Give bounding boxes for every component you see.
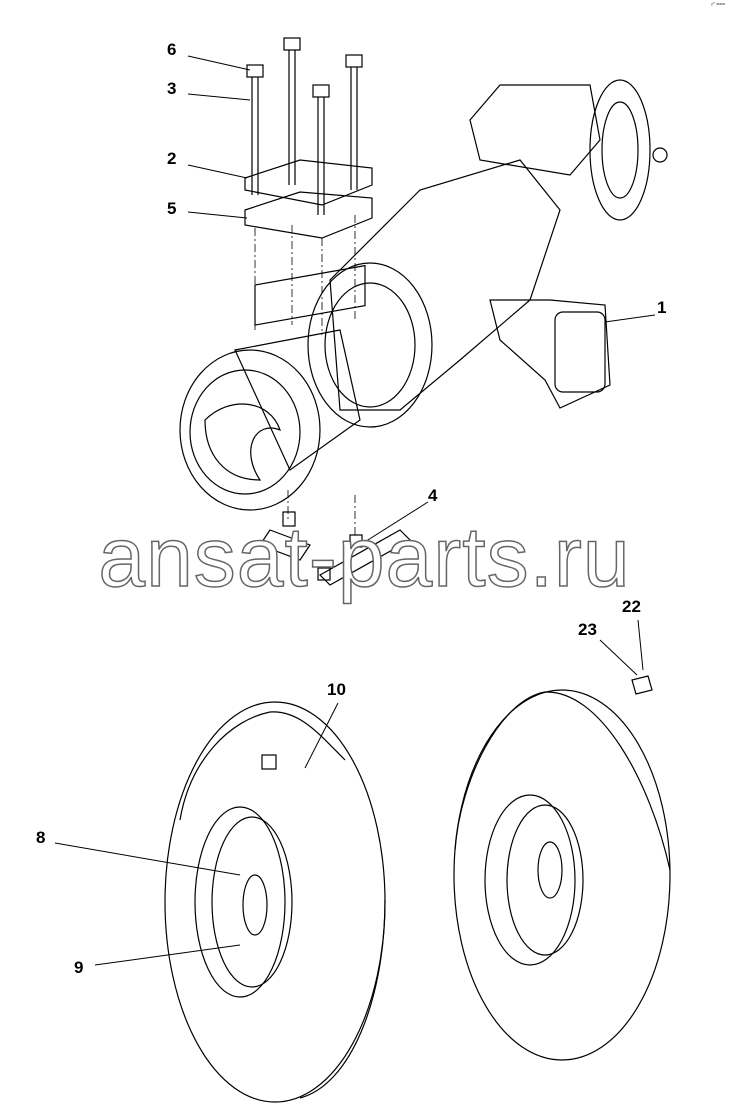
callout-4: 4: [428, 486, 438, 505]
callout-9: 9: [74, 958, 84, 977]
mounting-bolts: [246, 37, 363, 215]
watermark: ansat-parts.ru: [98, 510, 631, 604]
callout-10: 10: [327, 680, 346, 699]
spacer-5: [244, 191, 373, 239]
axle-housing: [179, 79, 668, 511]
callout-2: 2: [167, 149, 177, 168]
right-wheel: [453, 689, 671, 1061]
clamp-plates-4: [259, 511, 411, 586]
callout-23: 23: [578, 620, 597, 639]
callout-1: 1: [657, 298, 667, 317]
callout-5: 5: [167, 199, 177, 218]
callout-8: 8: [36, 828, 46, 847]
callout-6: 6: [167, 40, 177, 59]
valve-cap: [631, 675, 653, 695]
callout-22: 22: [622, 597, 641, 616]
callout-3: 3: [167, 79, 177, 98]
corner-mark: r″ ===: [711, 2, 725, 8]
plate-2: [244, 159, 373, 206]
left-wheel: [164, 701, 386, 1103]
leader-lines: [54, 55, 656, 966]
